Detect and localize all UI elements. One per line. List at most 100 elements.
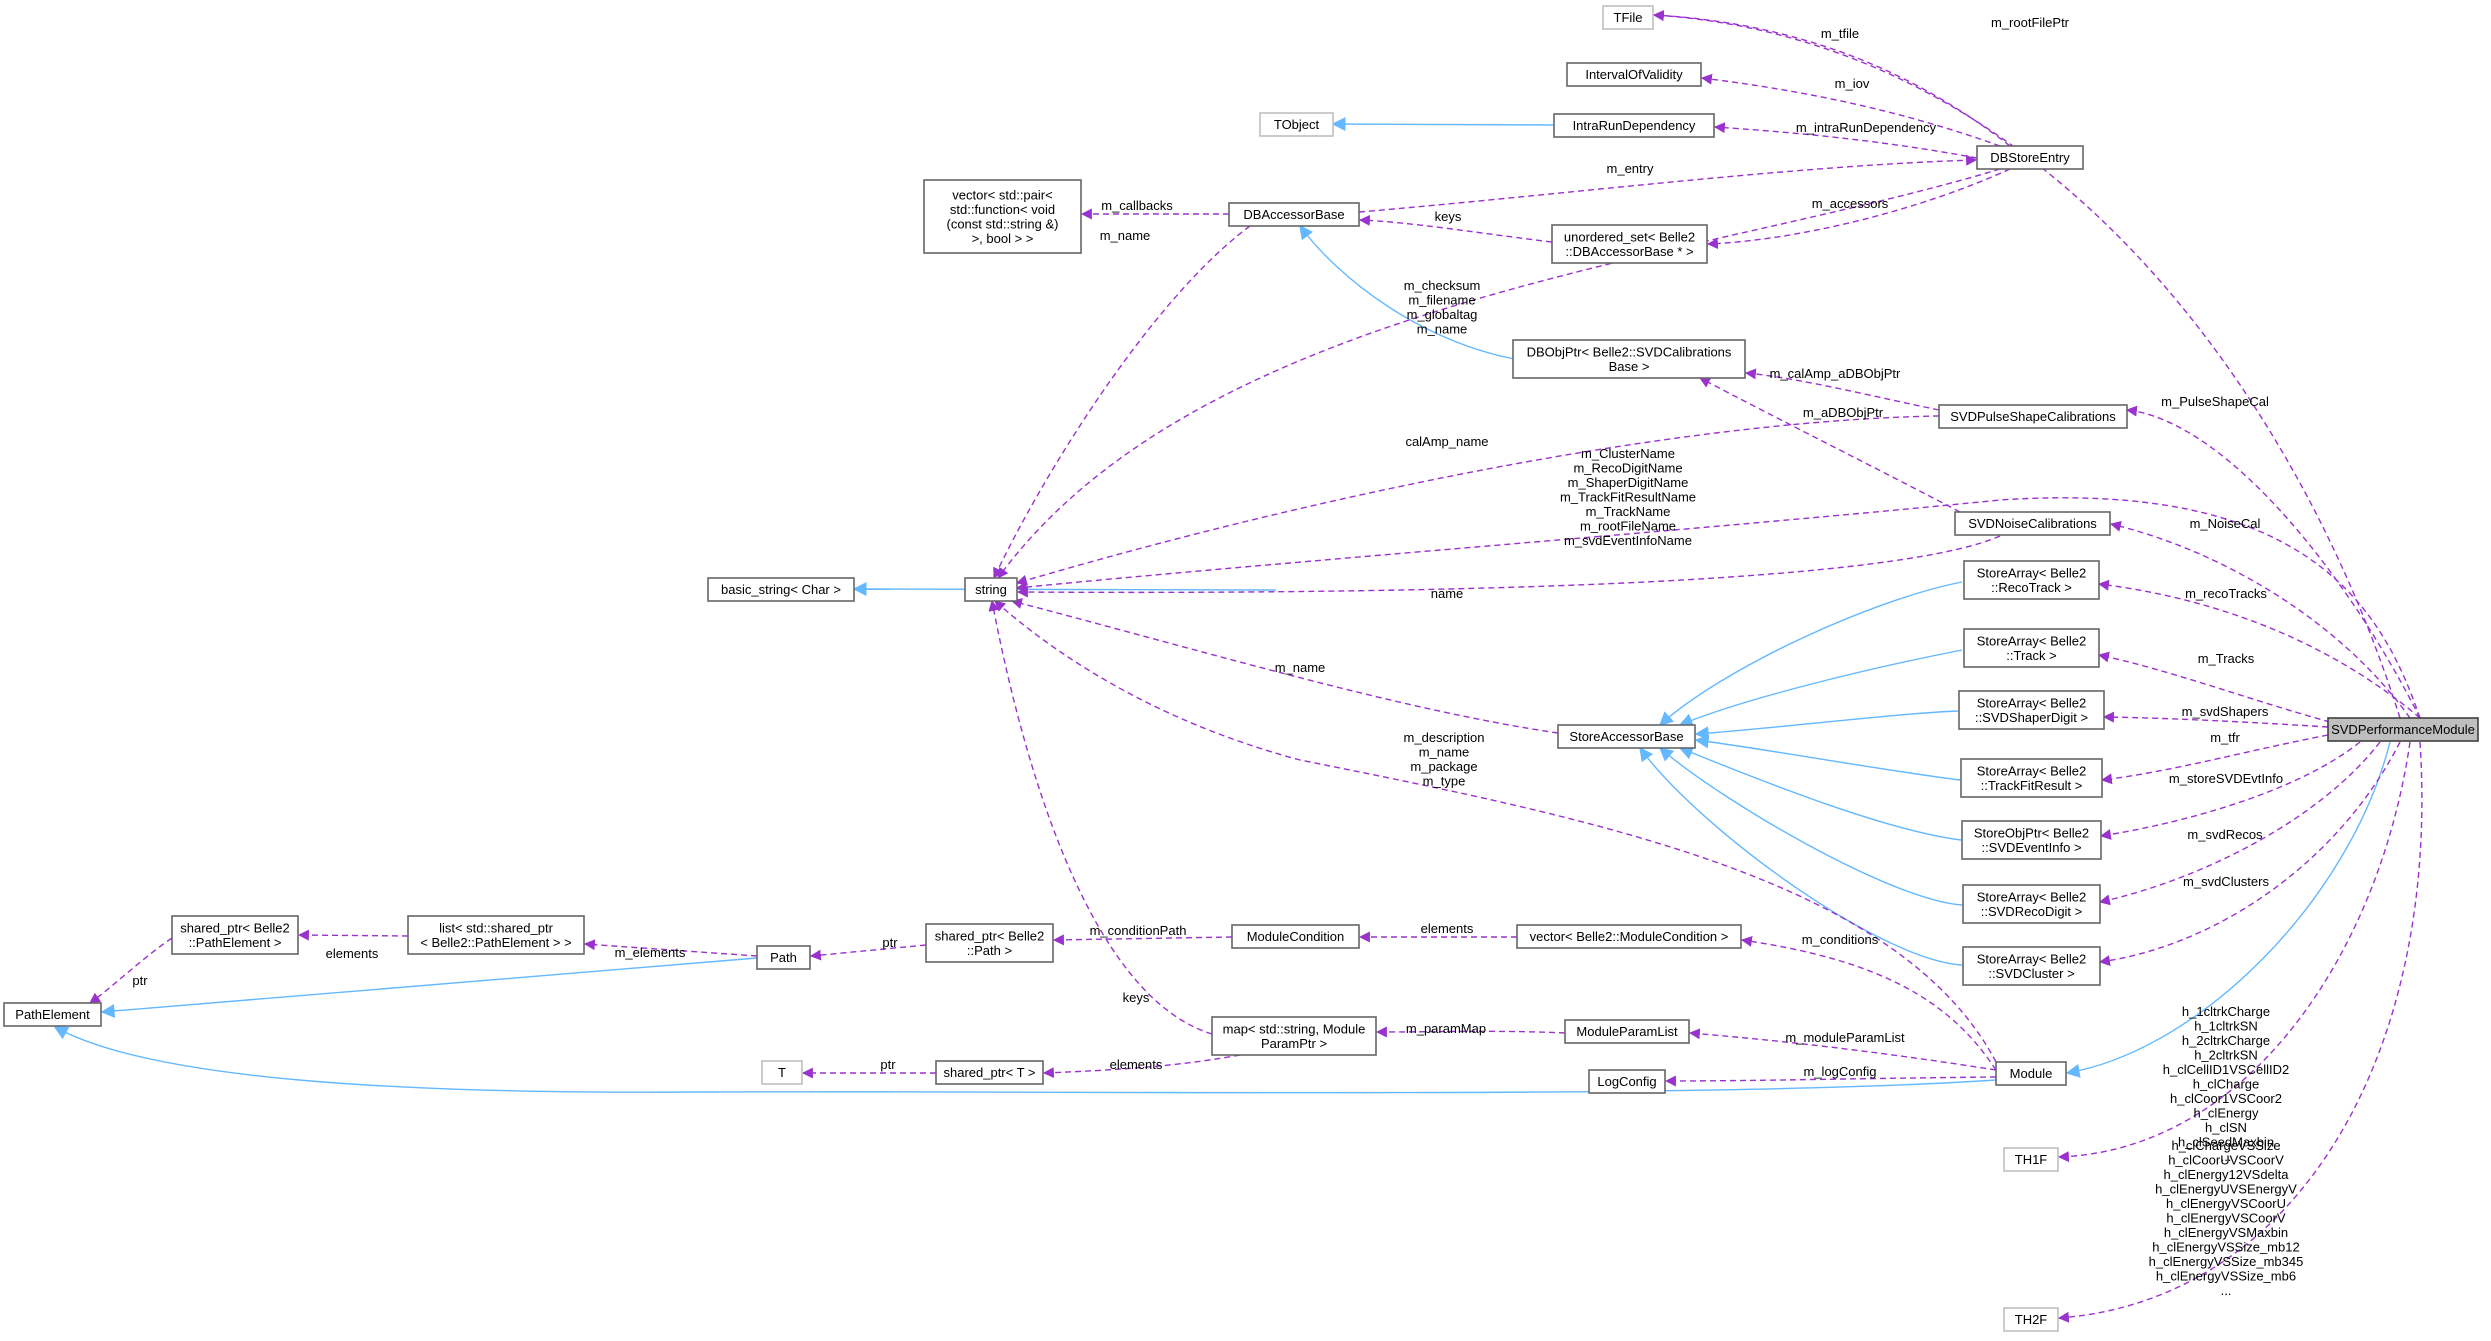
class-node-path[interactable]: Path: [756, 945, 811, 970]
usage-edge-elements-spt: [1042, 1054, 1241, 1079]
class-node-vec-mc[interactable]: vector< Belle2::ModuleCondition >: [1516, 924, 1742, 949]
class-name-line: (const std::string &): [947, 216, 1059, 231]
class-box: [1553, 113, 1715, 138]
class-box: [1963, 628, 2100, 668]
inheritance-edge-3: [1658, 581, 1963, 726]
edge-label-tracks: m_Tracks: [2198, 651, 2255, 666]
class-node-iov[interactable]: IntervalOfValidity: [1566, 62, 1702, 87]
class-node-sa-cluster[interactable]: StoreArray< Belle2::SVDCluster >: [1962, 946, 2101, 986]
edge-label-calamp-name: calAmp_name: [1405, 434, 1488, 449]
class-node-tobject[interactable]: TObject: [1259, 112, 1334, 137]
class-name-line: ::PathElement >: [189, 935, 282, 950]
edge-label-th2f: h_clEnergyVSSize_mb12: [2152, 1240, 2299, 1255]
class-node-sp-pe[interactable]: shared_ptr< Belle2::PathElement >: [171, 915, 299, 955]
edge-label-adbobj: m_aDBObjPtr: [1803, 405, 1884, 420]
class-box: [1228, 202, 1360, 227]
edge-label-elements-list: elements: [326, 946, 379, 961]
class-box: [1961, 820, 2102, 860]
class-node-modcond[interactable]: ModuleCondition: [1231, 924, 1360, 949]
edge-line: [1740, 935, 1997, 1071]
class-node-sop-evt[interactable]: StoreObjPtr< Belle2::SVDEventInfo >: [1961, 820, 2102, 860]
usage-edge-iov: [1700, 73, 2001, 147]
class-box: [964, 577, 1018, 602]
class-name-line: map< std::string, Module: [1223, 1021, 1366, 1036]
class-box: [1259, 112, 1334, 137]
usage-edge-tracks: [2097, 651, 2331, 723]
class-node-sab[interactable]: StoreAccessorBase: [1557, 724, 1696, 749]
edge-line: [1678, 649, 1963, 727]
edge-label-module-str: m_description: [1404, 730, 1485, 745]
inheritance-edge-9: [1639, 746, 1963, 966]
class-box: [407, 915, 585, 955]
edge-label-intra: m_intraRunDependency: [1796, 120, 1937, 135]
edge-line: [1658, 581, 1963, 726]
class-node-dbstore[interactable]: DBStoreEntry: [1976, 145, 2084, 170]
usage-edge-calamp-db: [1744, 368, 1940, 411]
inheritance-edge-8: [1658, 747, 1963, 906]
usage-edge-m-elements: [583, 939, 758, 957]
class-node-svdperf[interactable]: SVDPerformanceModule: [2327, 717, 2479, 742]
class-node-intra[interactable]: IntraRunDependency: [1553, 113, 1715, 138]
edge-line: [1699, 377, 1961, 513]
class-node-sa-tfr[interactable]: StoreArray< Belle2::TrackFitResult >: [1960, 758, 2103, 798]
class-node-logcfg[interactable]: LogConfig: [1588, 1069, 1666, 1094]
class-name-line: string: [975, 582, 1007, 597]
edge-label-th2f: h_clChargeVSSize: [2171, 1138, 2280, 1153]
edge-line: [994, 600, 1997, 1063]
class-name-line: SVDPulseShapeCalibrations: [1950, 409, 2116, 424]
class-name-line: StoreArray< Belle2: [1977, 951, 2086, 966]
inheritance-edge-12: [53, 1026, 1997, 1094]
class-node-list-sp[interactable]: list< std::shared_ptr< Belle2::PathEleme…: [407, 915, 585, 955]
class-box: [1976, 145, 2084, 170]
class-node-string[interactable]: string: [964, 577, 1018, 602]
inheritance-edge-1: [852, 582, 1277, 597]
class-name-line: SVDPerformanceModule: [2331, 722, 2475, 737]
class-box: [1995, 1061, 2067, 1086]
class-node-sa-shaper[interactable]: StoreArray< Belle2::SVDShaperDigit >: [1958, 690, 2105, 730]
edge-line: [1678, 746, 1962, 841]
class-name-line: StoreArray< Belle2: [1977, 633, 2086, 648]
edge-label-module-str: m_package: [1410, 759, 1477, 774]
class-name-line: StoreArray< Belle2: [1977, 889, 2086, 904]
class-node-vecpair[interactable]: vector< std::pair<std::function< void(co…: [923, 179, 1082, 254]
edge-line: [1010, 598, 1559, 734]
edge-label-th1f: h_clEnergy: [2193, 1106, 2259, 1121]
edge-label-th2f: h_clEnergyUVSEnergyV: [2155, 1182, 2297, 1197]
inheritance-edge-5: [1694, 710, 1959, 741]
class-name-line: shared_ptr< Belle2: [935, 928, 1045, 943]
class-node-noise[interactable]: SVDNoiseCalibrations: [1954, 511, 2111, 536]
class-node-pulse[interactable]: SVDPulseShapeCalibrations: [1938, 404, 2128, 429]
class-node-dbacc[interactable]: DBAccessorBase: [1228, 202, 1360, 227]
class-node-mpl[interactable]: ModuleParamList: [1564, 1019, 1690, 1044]
edge-label-keys-uset: keys: [1435, 209, 1462, 224]
class-node-module[interactable]: Module: [1995, 1061, 2067, 1086]
class-node-t[interactable]: T: [761, 1060, 803, 1085]
edge-line: [1015, 497, 2421, 719]
class-node-sp-path[interactable]: shared_ptr< Belle2::Path >: [925, 923, 1054, 963]
edge-line: [1652, 10, 2011, 147]
class-name-line: ::SVDShaperDigit >: [1975, 710, 2088, 725]
usage-edge-entry: [1358, 154, 1978, 213]
class-node-pathelem[interactable]: PathElement: [3, 1002, 102, 1027]
edge-label-tfile: m_tfile: [1821, 26, 1859, 41]
usage-edge-rootfile: [1652, 10, 2401, 719]
class-name-line: basic_string< Char >: [721, 582, 841, 597]
class-node-tfile[interactable]: TFile: [1602, 5, 1654, 30]
class-node-th2f[interactable]: TH2F: [2003, 1307, 2059, 1332]
class-name-line: unordered_set< Belle2: [1564, 229, 1695, 244]
class-name-line: Base >: [1609, 359, 1650, 374]
edge-label-th2f: h_clEnergyVSSize_mb6: [2156, 1269, 2296, 1284]
edge-label-condpath: m_conditionPath: [1090, 923, 1187, 938]
class-node-sp-t[interactable]: shared_ptr< T >: [935, 1060, 1044, 1085]
class-node-sa-reco[interactable]: StoreArray< Belle2::RecoTrack >: [1963, 560, 2100, 600]
edge-label-th2f: h_clEnergyVSSize_mb345: [2149, 1254, 2304, 1269]
class-box: [1566, 62, 1702, 87]
class-node-sa-track[interactable]: StoreArray< Belle2::Track >: [1963, 628, 2100, 668]
class-node-th1f[interactable]: TH1F: [2003, 1147, 2059, 1172]
edge-label-shapers: m_svdShapers: [2182, 704, 2269, 719]
class-node-uset[interactable]: unordered_set< Belle2::DBAccessorBase * …: [1551, 224, 1708, 264]
class-node-sa-recodigit[interactable]: StoreArray< Belle2::SVDRecoDigit >: [1962, 884, 2101, 924]
class-node-basicstr[interactable]: basic_string< Char >: [707, 577, 855, 602]
